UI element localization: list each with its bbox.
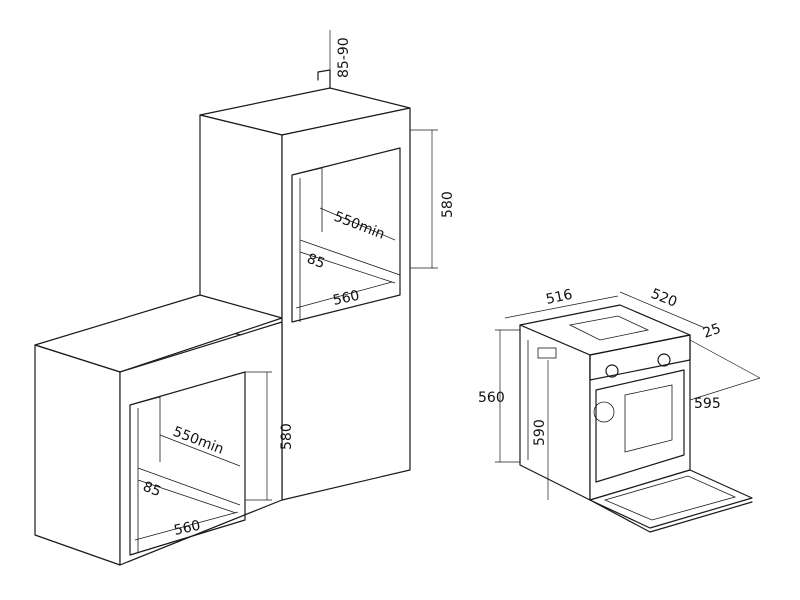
oven-door	[589, 469, 753, 529]
low-opening-back-edge	[129, 396, 161, 462]
oven-fan-icon	[593, 401, 615, 423]
oven-door-offset-label: 25	[701, 321, 723, 342]
oven-top-vent	[568, 315, 650, 341]
oven-cavity	[595, 369, 685, 483]
oven-depth-dim-line	[619, 291, 706, 329]
oven-cavity-back	[624, 384, 673, 453]
opening-floor-line	[299, 239, 401, 276]
oven-depth-label: 520	[649, 286, 680, 311]
oven-width-label: 516	[545, 287, 575, 308]
oven	[495, 291, 761, 533]
low-cabinet-opening	[129, 371, 246, 556]
oven-side-depth-label: 595	[694, 396, 721, 412]
tall-base-inset-label: 85	[305, 251, 327, 272]
oven-door-glass	[603, 475, 737, 521]
depth-dim-line	[319, 207, 396, 241]
oven-width-dim-line	[504, 295, 619, 319]
top-gap-notch	[317, 69, 331, 89]
low-height-label: 580	[279, 423, 295, 450]
oven-side-handle	[537, 347, 557, 359]
opening-back-edge	[291, 167, 323, 232]
low-depth-dim-line	[159, 434, 241, 467]
oven-offset-ext	[689, 339, 761, 379]
low-width-dim-line	[134, 511, 239, 541]
oven-control-panel	[589, 334, 691, 381]
low-cabinet-left-face	[34, 344, 121, 566]
low-opening-floor-line	[137, 467, 241, 506]
tall-cabinet	[199, 30, 438, 501]
width-dim-line	[295, 281, 393, 309]
oven-front-height-label: 560	[478, 390, 505, 406]
tall-top-gap-label: 85-90	[336, 37, 352, 78]
low-width-label: 560	[173, 518, 202, 539]
oven-left-side	[519, 324, 591, 501]
oven-knob-left-icon	[605, 364, 619, 378]
tall-height-label: 580	[440, 191, 456, 218]
low-cabinet	[34, 294, 283, 566]
low-base-inset-label: 85	[141, 479, 163, 500]
tall-width-label: 560	[332, 288, 361, 309]
oven-side-depth-line	[689, 377, 761, 401]
low-cabinet-front-face	[119, 321, 283, 566]
oven-knob-right-icon	[657, 353, 671, 367]
tall-cabinet-opening	[291, 147, 401, 323]
opening-floor-line-2	[299, 251, 396, 284]
low-opening-floor-line-2	[137, 479, 237, 514]
oven-inner-height-label: 590	[532, 419, 548, 446]
oven-door-edge	[589, 499, 753, 533]
